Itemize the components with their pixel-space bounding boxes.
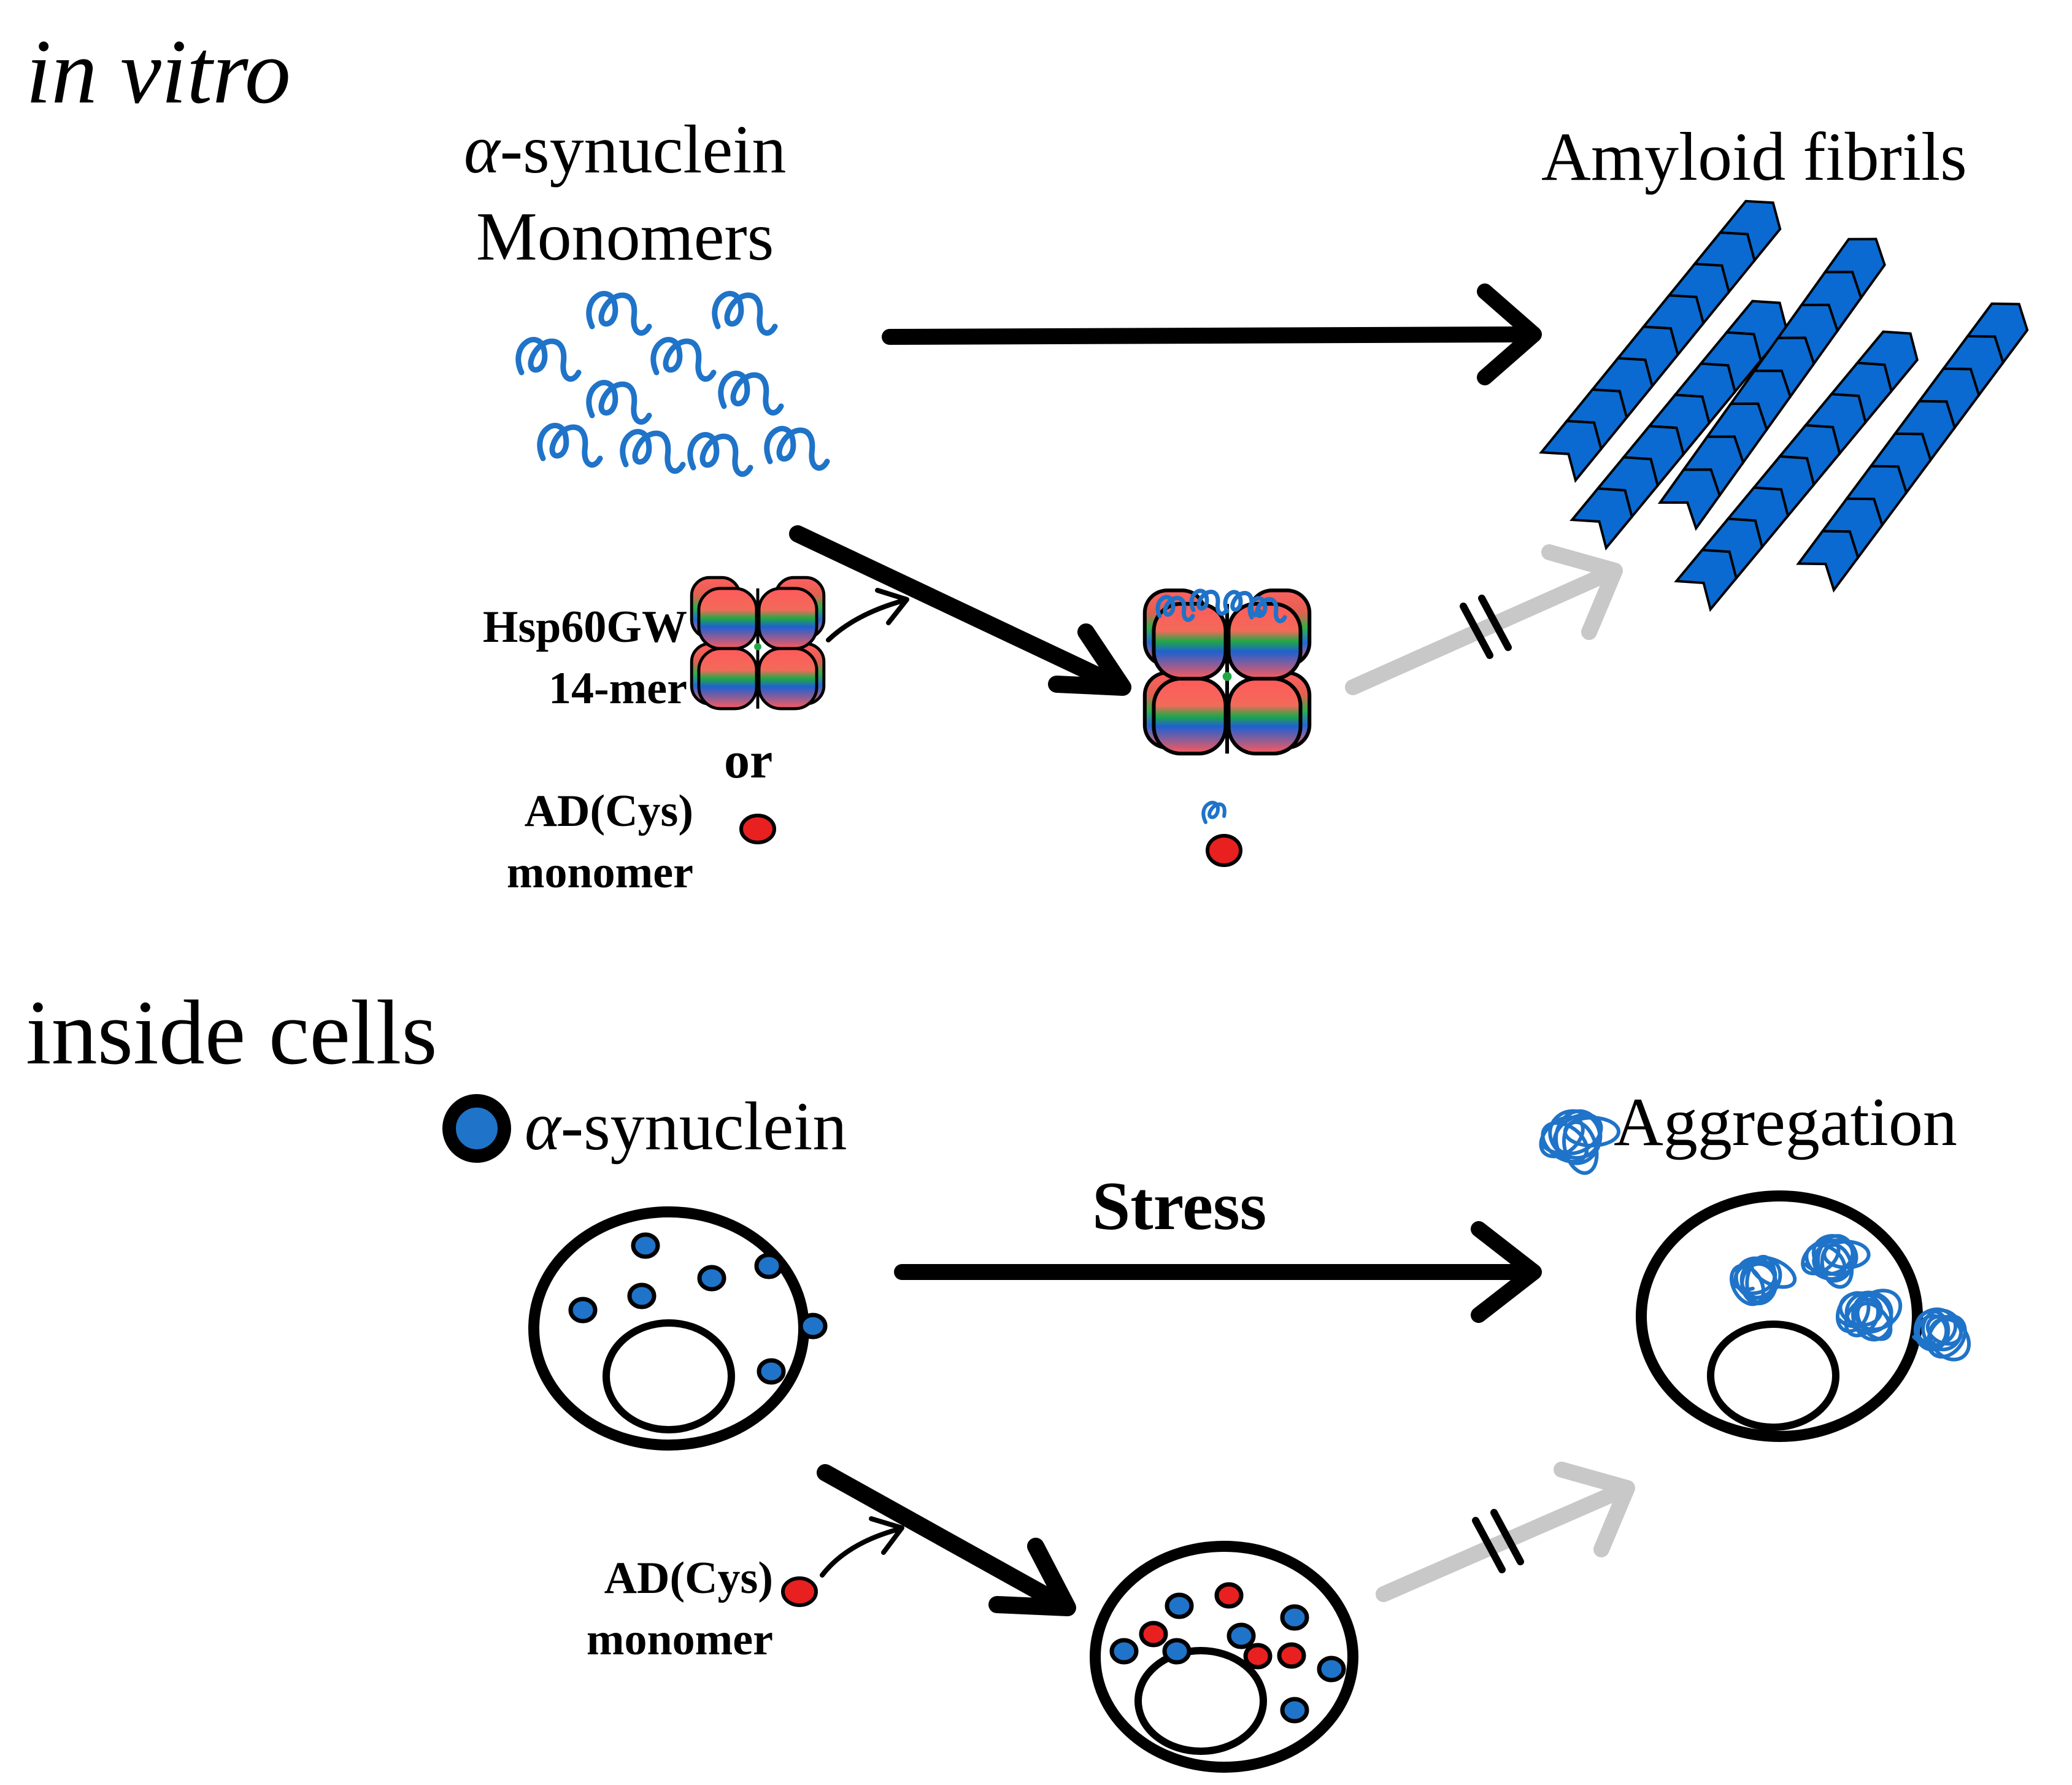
ad-cys-dot (1243, 1643, 1273, 1670)
synuclein-aggregate-scribble (1730, 1255, 1797, 1306)
arrow-stress (894, 1221, 1542, 1323)
cell-aggregated-scribbles (1730, 1234, 1971, 1362)
stress-label: Stress (1092, 1168, 1267, 1244)
synuclein-dot (1280, 1604, 1309, 1631)
arrow-monomers-to-fibrils (882, 283, 1542, 385)
synuclein-monomer-cluster (515, 291, 830, 477)
synuclein-legend-rest: -synuclein (560, 1089, 847, 1165)
synuclein-monomer-squiggle (687, 432, 753, 477)
ad-cys-label-line2: monomer (506, 847, 693, 898)
alpha-symbol-legend: α (525, 1089, 561, 1165)
cell-untreated (528, 1206, 809, 1451)
curved-arrow-hsp-joining (826, 588, 909, 642)
monomers-label-line1: α-synuclein (464, 115, 786, 184)
ad-cys-cells-label-line2: monomer (586, 1614, 773, 1665)
synuclein-dot (627, 1282, 657, 1309)
synuclein-dot (798, 1313, 828, 1340)
synuclein-legend-dot (442, 1094, 511, 1163)
amyloid-fibril-group (1539, 199, 2029, 612)
curved-arrow-ad-cys-joining (820, 1516, 904, 1578)
synuclein-monomer-squiggle (515, 337, 582, 382)
synuclein-dot (757, 1358, 786, 1385)
ad-cys-dot (1139, 1621, 1168, 1648)
in-vitro-title: in vitro (26, 21, 291, 123)
arrow-cell-to-treated-cell (817, 1464, 1076, 1616)
inside-cells-title: inside cells (26, 982, 437, 1084)
cell-untreated-synuclein-dots (568, 1232, 828, 1385)
synuclein-dot (1317, 1656, 1346, 1683)
monomers-label-rest: -synuclein (499, 112, 787, 188)
synuclein-dot (1280, 1697, 1309, 1724)
synuclein-dot (1227, 1622, 1256, 1649)
amyloid-fibril (1657, 237, 1886, 531)
ad-cys-cells-label-line1: AD(Cys) (604, 1553, 773, 1603)
synuclein-monomer-squiggle (1189, 588, 1229, 616)
synuclein-monomer-squiggle (650, 337, 717, 382)
synuclein-legend-label: α-synuclein (525, 1092, 847, 1161)
synuclein-dot (568, 1297, 598, 1324)
synuclein-monomer-squiggle (1155, 595, 1195, 622)
aggregation-label: Aggregation (1614, 1084, 1957, 1160)
synuclein-dot (1109, 1638, 1139, 1665)
monomers-label-line2: Monomers (476, 199, 774, 275)
synuclein-aggregate-scribble (1801, 1234, 1871, 1289)
cell-treated-mixed-dots (1109, 1582, 1346, 1724)
synuclein-monomer-squiggle (718, 371, 784, 415)
synuclein-dot (1165, 1592, 1194, 1619)
amyloid-fibril (1569, 299, 1788, 551)
hsp60gw-label-line1: Hsp60GW (482, 602, 687, 652)
amyloid-fibril (1539, 199, 1782, 484)
amyloid-fibrils-label: Amyloid fibrils (1541, 119, 1967, 195)
blocked-arrow-treated-to-aggregated (1376, 1462, 1635, 1602)
synuclein-dot (754, 1252, 784, 1279)
ad-cys-monomer-dot-cells (781, 1576, 818, 1607)
ad-cys-label-line1: AD(Cys) (524, 786, 693, 836)
ad-cys-bound-monomer-icon (1201, 801, 1242, 867)
synuclein-dot (697, 1265, 726, 1292)
amyloid-fibril (1674, 330, 1919, 612)
synuclein-monomer-squiggle (764, 426, 830, 471)
synuclein-dot (631, 1232, 660, 1259)
or-label: or (724, 732, 773, 789)
alpha-symbol: α (464, 112, 500, 188)
ad-cys-dot (1277, 1642, 1306, 1669)
synuclein-monomer-squiggle (1247, 596, 1287, 623)
synuclein-aggregate-scribble (1912, 1307, 1971, 1362)
synuclein-monomer-squiggle (586, 291, 652, 336)
synuclein-monomer-squiggle (537, 423, 603, 468)
synuclein-monomer-squiggle (620, 429, 686, 474)
amyloid-fibril (1796, 302, 2029, 593)
arrow-monomers-to-complex (789, 525, 1131, 696)
hsp60gw-label-line2: 14-mer (549, 663, 687, 714)
blocked-arrow-complex-to-fibrils (1345, 544, 1623, 695)
synuclein-dot (1162, 1638, 1192, 1665)
synuclein-aggregate-scribble (1539, 1109, 1621, 1175)
synuclein-monomer-squiggle (586, 380, 652, 425)
bound-synuclein-squiggles (1155, 588, 1287, 623)
ad-cys-dot (1214, 1582, 1244, 1609)
aggregation-legend-scribble (1539, 1109, 1621, 1175)
hsp60gw-14mer-icon (690, 576, 826, 711)
ad-cys-monomer-dot (739, 814, 776, 844)
synuclein-aggregate-scribble (1835, 1289, 1903, 1342)
synuclein-monomer-squiggle (712, 291, 778, 336)
